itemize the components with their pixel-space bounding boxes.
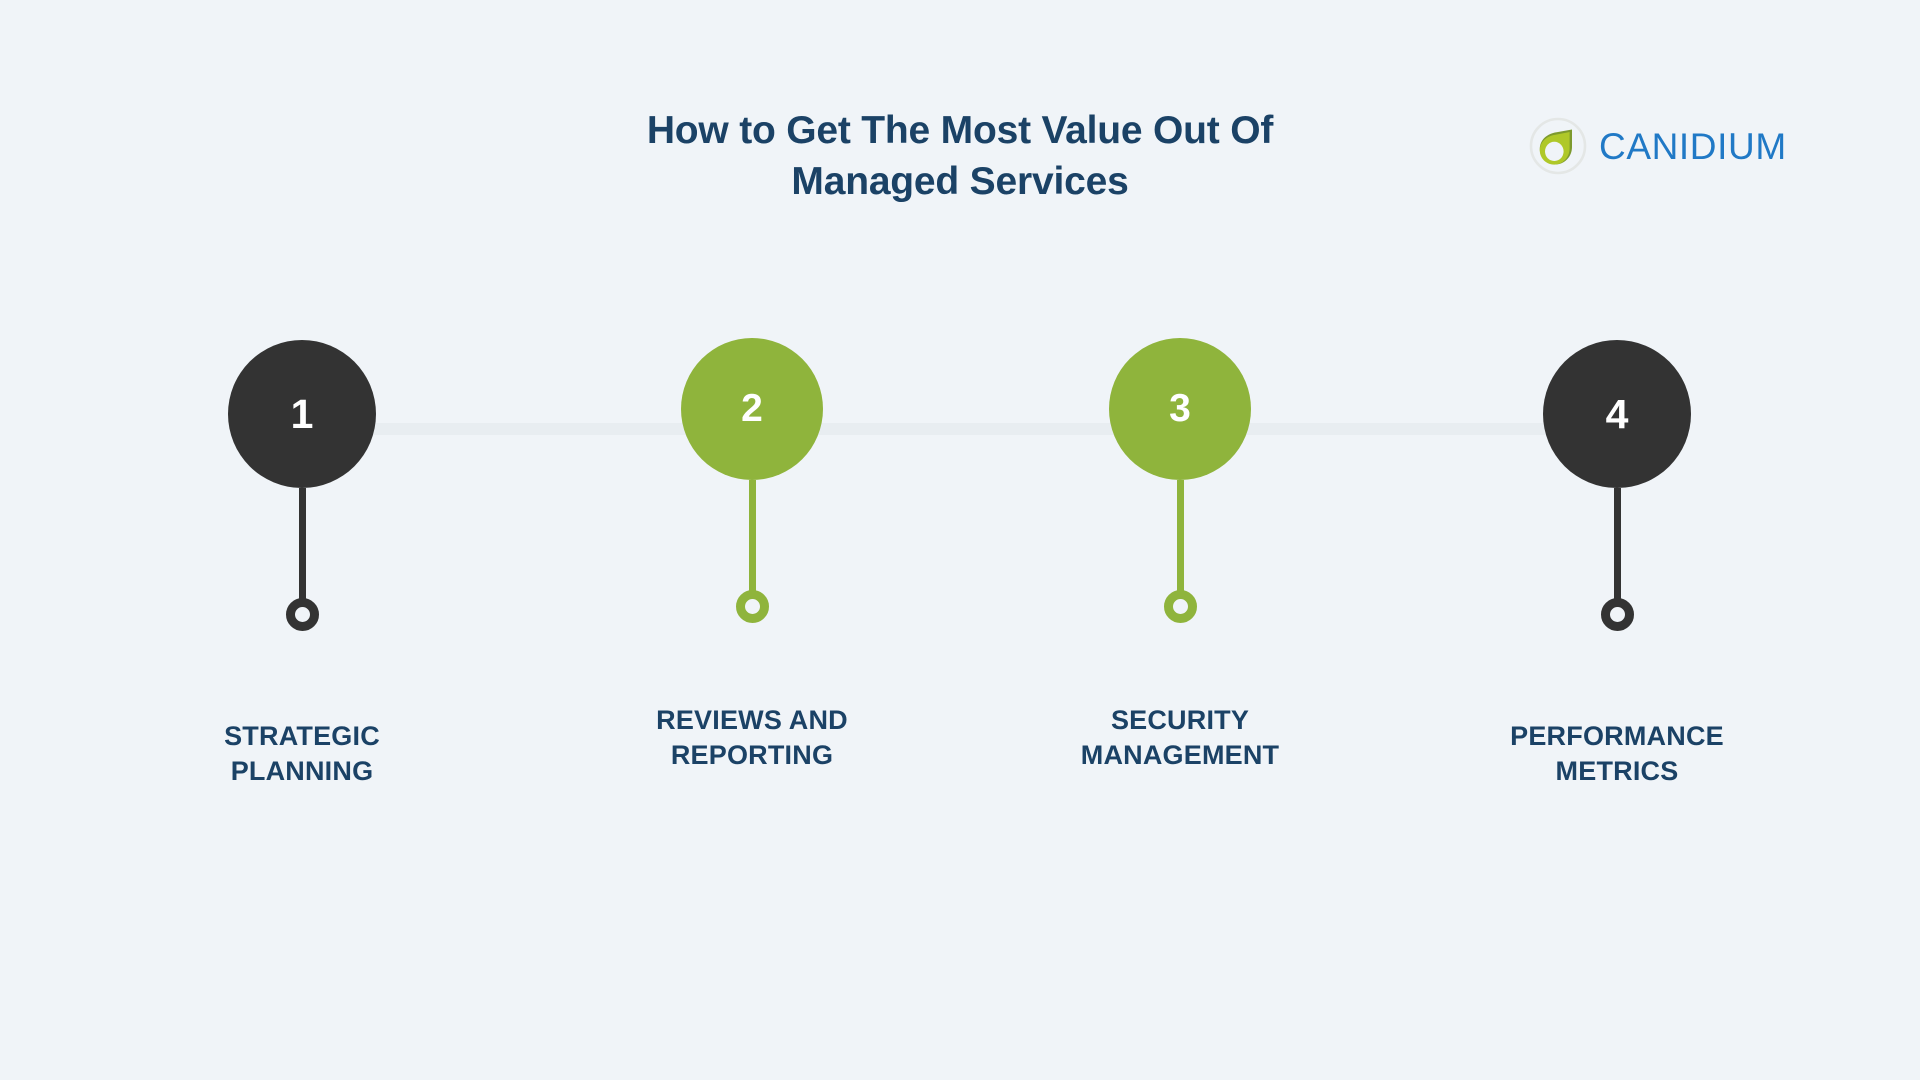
timeline-track <box>300 423 1620 435</box>
step-number-badge[interactable]: 2 <box>681 338 823 480</box>
step-stem <box>298 488 306 600</box>
step-end-node-icon <box>1163 590 1197 623</box>
step-stem <box>748 480 756 592</box>
brand-logo: CANIDIUM <box>1528 116 1787 176</box>
step-end-node-icon <box>1600 598 1634 631</box>
step-stem <box>1176 480 1184 592</box>
brand-wordmark: CANIDIUM <box>1599 125 1787 167</box>
step-end-node-icon <box>735 590 769 623</box>
step-stem <box>1613 488 1621 600</box>
page-title: How to Get The Most Value Out Of Managed… <box>646 109 1274 204</box>
step-end-node-icon <box>285 598 319 631</box>
step-label: REVIEWS AND REPORTING <box>656 705 848 770</box>
step-label: STRATEGIC PLANNING <box>224 721 380 786</box>
step-label: SECURITY MANAGEMENT <box>1080 705 1280 770</box>
step-number-badge[interactable]: 1 <box>228 340 376 488</box>
canidium-leaf-logo-icon <box>1528 116 1588 176</box>
step-number-badge[interactable]: 4 <box>1543 340 1691 488</box>
step-label: PERFORMANCE METRICS <box>1510 721 1724 786</box>
step-number-badge[interactable]: 3 <box>1109 338 1251 480</box>
